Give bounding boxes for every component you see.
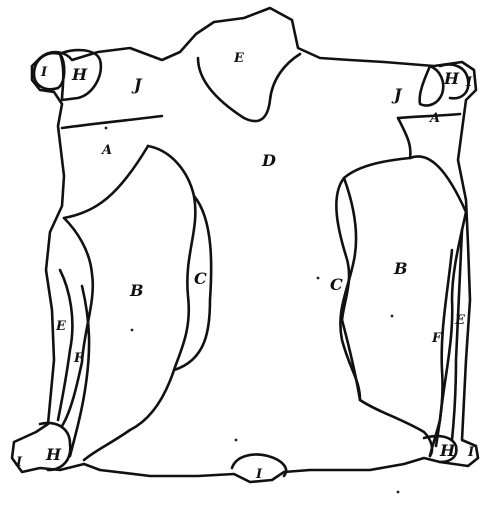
label-J-left: J [131, 75, 143, 94]
right-C-strip [340, 178, 360, 400]
ink-dot [391, 315, 394, 318]
ink-dot [235, 439, 238, 442]
label-H-bottom-right: H [439, 441, 456, 460]
label-A-left: A [100, 143, 112, 158]
left-J-lower-border [62, 116, 162, 128]
ink-dot [105, 127, 108, 130]
label-A-right: A [428, 111, 440, 126]
label-H-top-right: H [443, 69, 460, 88]
left-E-strip [58, 270, 72, 420]
ink-dot [397, 491, 400, 494]
right-H-outline [420, 66, 444, 106]
right-E-strip [452, 230, 462, 440]
label-E-top: E [233, 51, 245, 66]
right-B-upper-border [336, 158, 410, 320]
right-A-lower-border [398, 118, 466, 212]
label-F-right: F [431, 331, 442, 346]
label-J-right: J [391, 85, 403, 104]
label-I-bottom-left: I [15, 455, 23, 470]
ink-dot [131, 329, 134, 332]
label-E-right: E [454, 313, 466, 328]
label-E-left: E [55, 319, 67, 334]
right-J-lower-border [398, 114, 460, 118]
label-B-right: B [393, 259, 408, 278]
left-B-edge-with-C [148, 146, 195, 370]
label-C-right: C [330, 275, 343, 294]
label-B-left: B [129, 281, 144, 300]
label-I-top-right: I [465, 75, 473, 90]
ink-dot [317, 277, 320, 280]
label-I-bottom: I [255, 467, 263, 482]
label-D: D [261, 151, 276, 170]
top-E-lower-outline [198, 54, 300, 121]
label-I-bottom-right: I [467, 445, 475, 460]
right-B-lower-border [342, 320, 432, 456]
label-H-top-left: H [71, 65, 88, 84]
label-H-bottom-left: H [45, 445, 62, 464]
left-I-outline [34, 53, 64, 89]
label-C-left: C [194, 269, 207, 288]
label-F-left: F [73, 351, 84, 366]
label-I-top-left: I [40, 65, 48, 80]
